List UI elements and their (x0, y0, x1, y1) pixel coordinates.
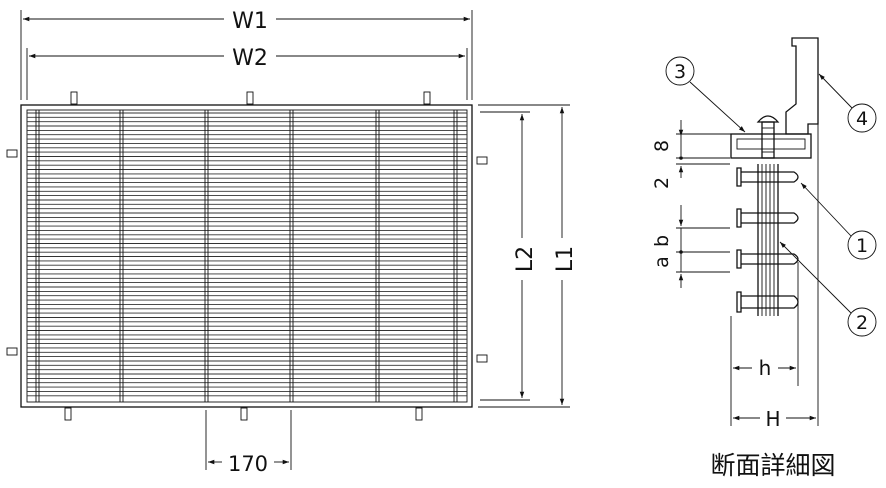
section-title: 断面詳細図 (710, 451, 835, 480)
label-l1: L1 (553, 246, 578, 272)
dimension-w1: W1 (20, 9, 473, 100)
svg-text:1: 1 (856, 235, 868, 257)
frame-angle (785, 37, 819, 135)
callout-3: 3 (665, 56, 746, 133)
label-w2: W2 (232, 46, 268, 71)
grating-outer-frame (20, 104, 473, 408)
label-dim-h: h (759, 356, 772, 380)
section-vertical-dims: 8 2 b a (651, 120, 740, 288)
bearing-bars (27, 112, 467, 397)
cross-rods (736, 167, 799, 313)
label-l2: L2 (513, 246, 538, 272)
plan-view: W1 W2 (6, 9, 578, 476)
callout-2: 2 (779, 241, 877, 337)
label-dim-H: H (765, 407, 780, 431)
label-dim-b: b (651, 235, 673, 247)
callout-1: 1 (800, 182, 877, 260)
dimension-pitch: 170 (205, 410, 292, 476)
dimension-l2: L2 (480, 111, 538, 401)
bearing-bar-section (757, 164, 779, 316)
clamp-fitting (730, 115, 812, 159)
grating-inner-frame (26, 109, 468, 403)
fixing-lugs (6, 91, 488, 421)
section-horizontal-dims: h H (730, 124, 819, 431)
label-dim-8: 8 (651, 140, 673, 152)
svg-text:3: 3 (674, 61, 686, 83)
svg-text:2: 2 (856, 312, 868, 334)
label-dim-2: 2 (651, 177, 673, 189)
svg-text:4: 4 (856, 108, 868, 130)
callout-4: 4 (818, 73, 877, 133)
section-detail: 8 2 b a h H 3 4 (651, 37, 877, 480)
dimension-l1: L1 (478, 104, 578, 408)
label-pitch: 170 (228, 452, 268, 476)
label-w1: W1 (232, 9, 268, 34)
cross-bars (35, 110, 458, 402)
dimension-w2: W2 (26, 46, 468, 100)
label-dim-a: a (651, 256, 673, 268)
